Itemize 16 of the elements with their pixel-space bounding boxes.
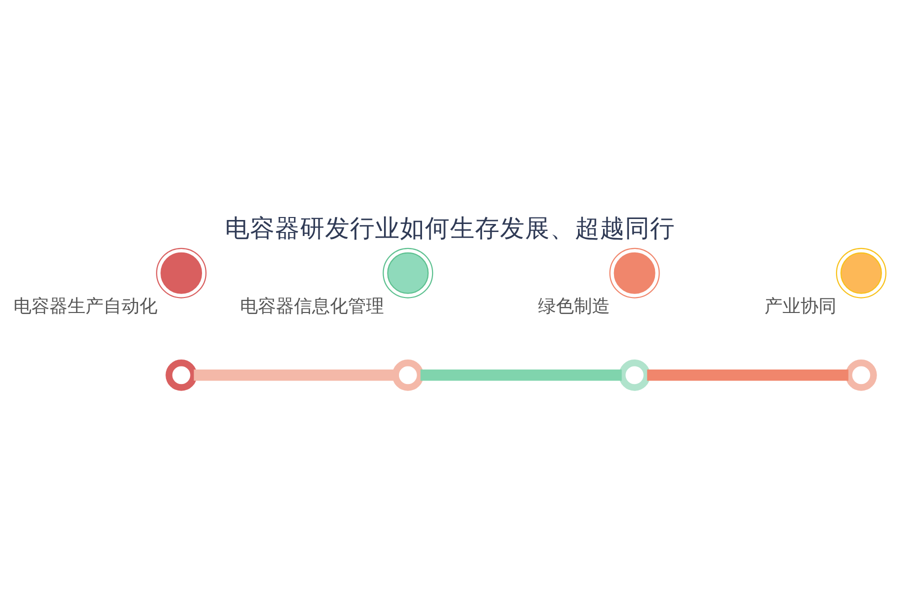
node-label: 产业协同 — [764, 296, 837, 318]
node-circle — [836, 248, 886, 298]
node-circle — [382, 248, 434, 298]
node-label: 绿色制造 — [538, 296, 610, 318]
node-circle — [166, 359, 197, 391]
connector — [420, 370, 622, 381]
diagram-title: 电容器研发行业如何生存发展、超越同行 — [225, 214, 675, 243]
node-circle — [618, 359, 650, 391]
node-circle — [609, 248, 660, 298]
node-circle — [846, 359, 877, 391]
node-circle — [156, 248, 207, 298]
connector — [194, 370, 396, 381]
node-label: 电容器生产自动化 — [13, 296, 158, 318]
node-label: 电容器信息化管理 — [240, 296, 384, 318]
connector — [647, 370, 848, 381]
node-circle — [392, 359, 424, 391]
